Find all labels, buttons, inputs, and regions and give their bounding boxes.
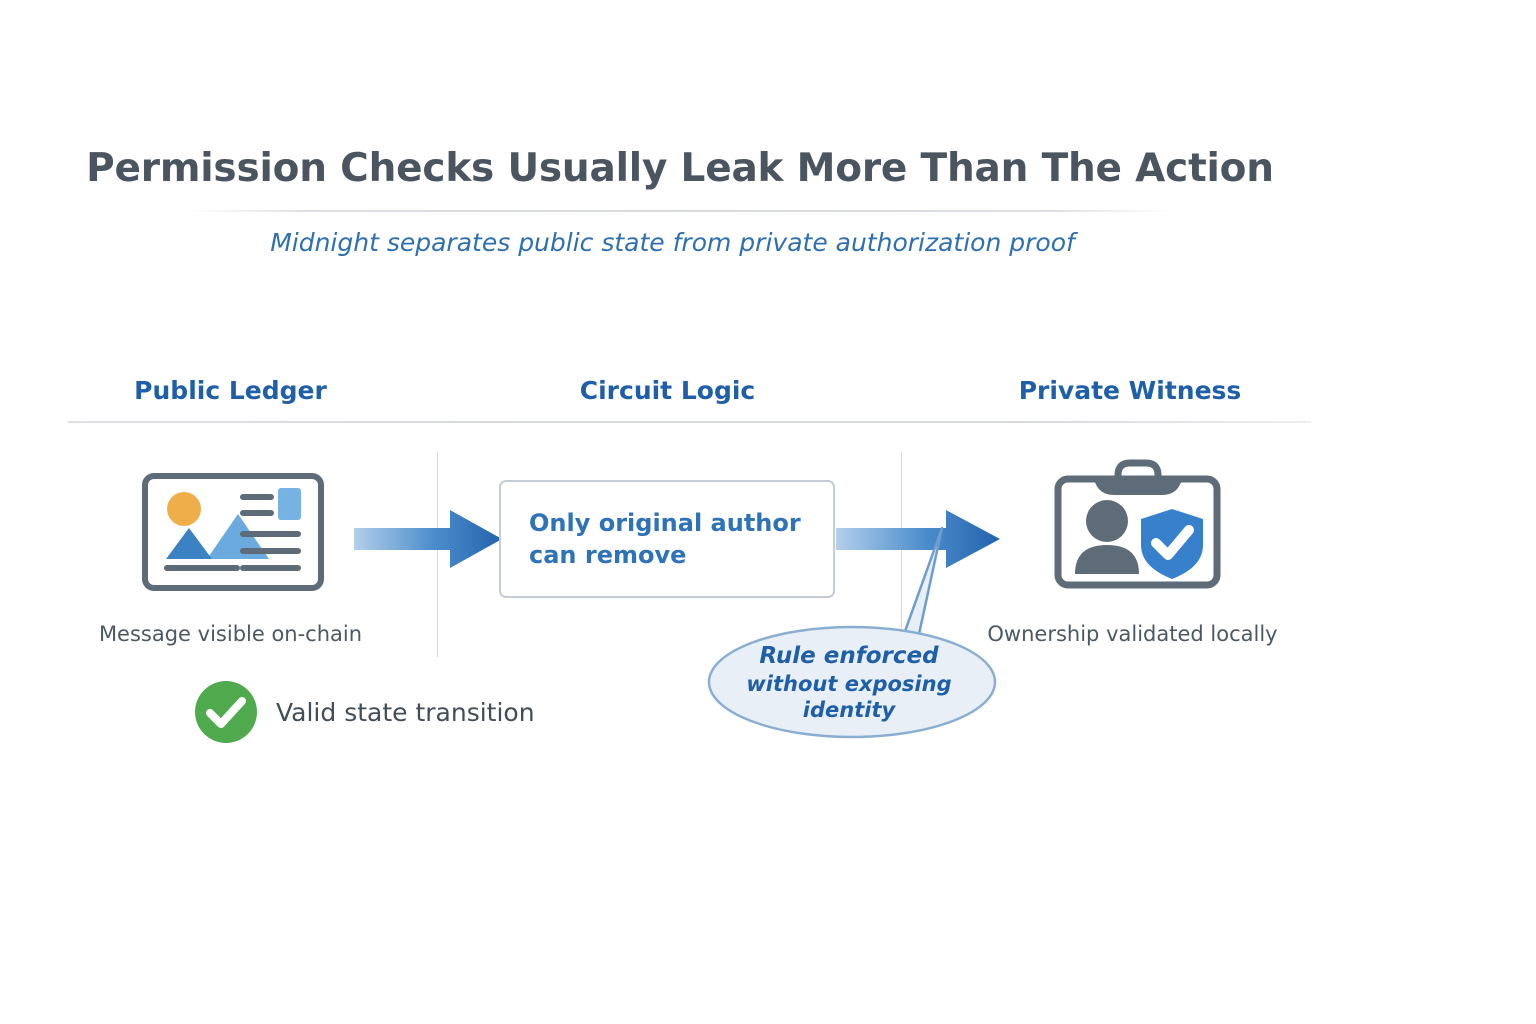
column-header-public-ledger: Public Ledger xyxy=(134,376,327,405)
title-divider xyxy=(190,210,1170,212)
status-badge-label: Valid state transition xyxy=(276,697,535,727)
caption-public-ledger: Message visible on-chain xyxy=(98,622,363,646)
image-card-icon xyxy=(142,473,324,591)
callout-bubble-text: Rule enforced without exposing identity xyxy=(706,642,992,723)
column-header-private-witness: Private Witness xyxy=(1018,376,1242,405)
page-title: Permission Checks Usually Leak More Than… xyxy=(86,146,1274,191)
column-header-circuit-logic: Circuit Logic xyxy=(579,376,756,405)
callout-bubble: Rule enforced without exposing identity xyxy=(706,520,1006,745)
arrow-ledger-to-circuit xyxy=(354,508,502,570)
column-divider-left xyxy=(437,452,438,657)
callout-line-2: without exposing identity xyxy=(746,671,952,722)
column-divider-right xyxy=(901,452,902,657)
arrow-circuit-to-witness xyxy=(836,508,1000,570)
circuit-logic-box: Only original author can remove xyxy=(499,480,835,598)
page-subtitle: Midnight separates public state from pri… xyxy=(270,228,1075,257)
status-badge: Valid state transition xyxy=(195,681,535,743)
check-circle-icon xyxy=(195,681,257,743)
caption-private-witness: Ownership validated locally xyxy=(987,622,1278,646)
callout-line-1: Rule enforced xyxy=(759,643,939,669)
circuit-logic-box-text: Only original author can remove xyxy=(529,509,801,569)
id-badge-shield-icon xyxy=(1050,449,1225,591)
header-divider xyxy=(68,421,1311,423)
